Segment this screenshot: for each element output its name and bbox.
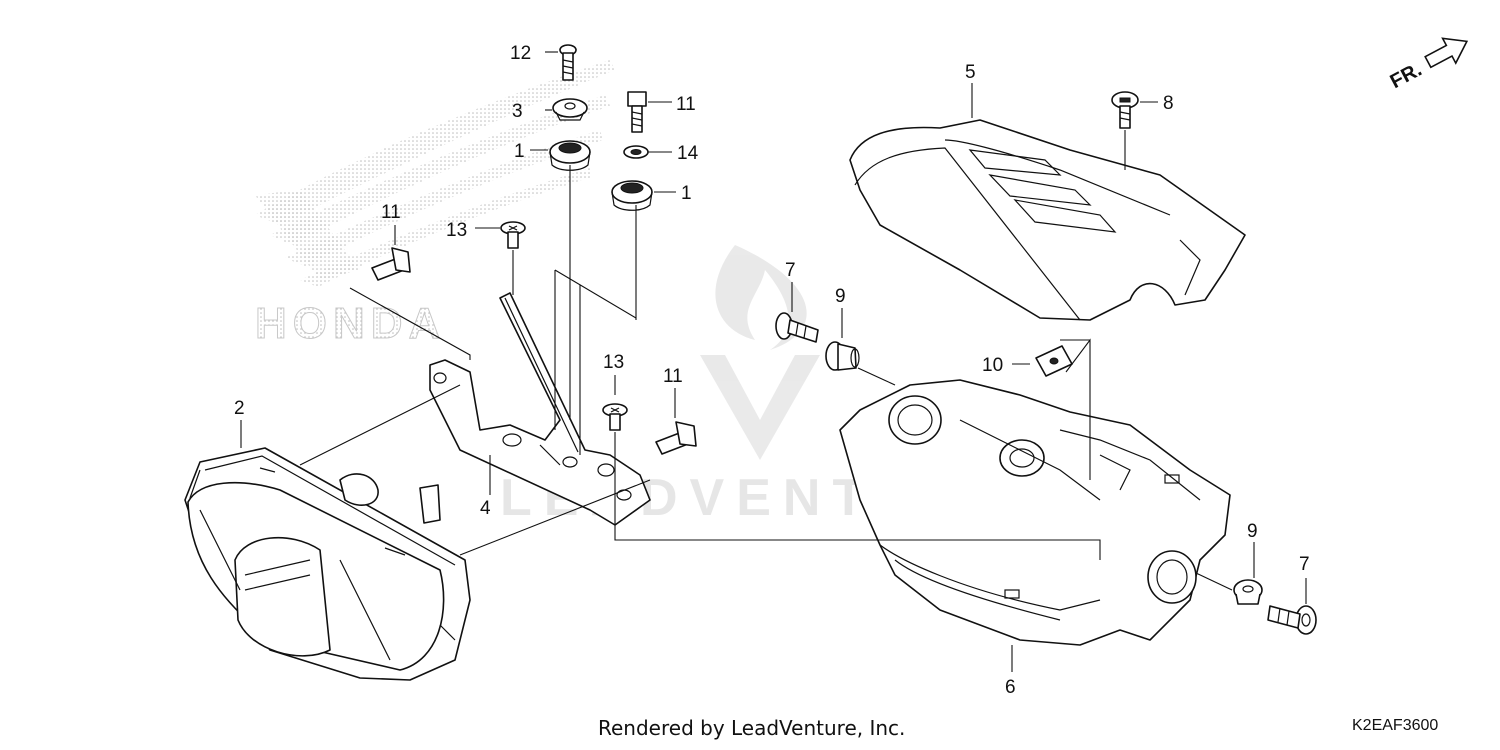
callout-1-right: 1 <box>681 183 692 204</box>
assembly-lines <box>240 51 1307 672</box>
callout-6: 6 <box>1005 677 1016 698</box>
callout-11-left: 11 <box>381 202 401 223</box>
callout-14: 14 <box>677 143 699 164</box>
callout-8: 8 <box>1163 93 1174 114</box>
watermark-logo <box>700 245 820 460</box>
front-direction-label: FR. <box>1387 59 1426 94</box>
bolt-7a <box>775 312 819 343</box>
callout-1-upper-left: 1 <box>514 141 525 162</box>
callout-13-upper: 13 <box>446 220 467 241</box>
callout-2: 2 <box>234 398 245 419</box>
diagram-code: K2EAF3600 <box>1352 717 1439 734</box>
bolt-11c <box>655 421 697 455</box>
headlight-upper-cover <box>849 119 1246 321</box>
headlight-lower-case <box>839 379 1231 646</box>
callout-9-lower: 9 <box>1247 521 1258 542</box>
headlight-assembly <box>184 447 471 681</box>
bolt-12 <box>559 44 577 81</box>
callout-labels: 12 3 1 11 14 1 11 13 2 13 11 4 5 8 7 9 1… <box>234 43 1310 698</box>
bolt-11a <box>627 91 647 133</box>
background-wing-logo <box>255 60 615 287</box>
headlight-stay <box>429 292 651 526</box>
collar-9b <box>1233 579 1263 605</box>
screw-8 <box>1111 91 1139 129</box>
grommet-1b <box>611 180 653 211</box>
collar-9a <box>825 341 860 371</box>
bolt-7b <box>1267 605 1317 635</box>
rendered-by-credit: Rendered by LeadVenture, Inc. <box>598 716 906 740</box>
callout-4: 4 <box>480 498 491 519</box>
collar-3 <box>552 98 588 121</box>
callout-11-upper: 11 <box>676 94 696 115</box>
bolt-11b <box>371 247 411 281</box>
callout-12: 12 <box>510 43 531 64</box>
callout-3: 3 <box>512 101 523 122</box>
screw-13a <box>500 221 526 249</box>
callout-7-lower: 7 <box>1299 554 1310 575</box>
background-logo-text: HONDA <box>255 299 446 348</box>
callout-7-upper: 7 <box>785 260 796 281</box>
callout-11-lower: 11 <box>663 366 683 387</box>
front-direction-indicator: FR. <box>1387 37 1469 94</box>
callout-13-lower: 13 <box>603 352 624 373</box>
callout-9-upper: 9 <box>835 286 846 307</box>
callout-10: 10 <box>982 355 1003 376</box>
screw-13b <box>602 403 628 431</box>
callout-5: 5 <box>965 62 976 83</box>
washer-14 <box>623 145 649 159</box>
front-arrow-icon <box>1424 37 1469 69</box>
